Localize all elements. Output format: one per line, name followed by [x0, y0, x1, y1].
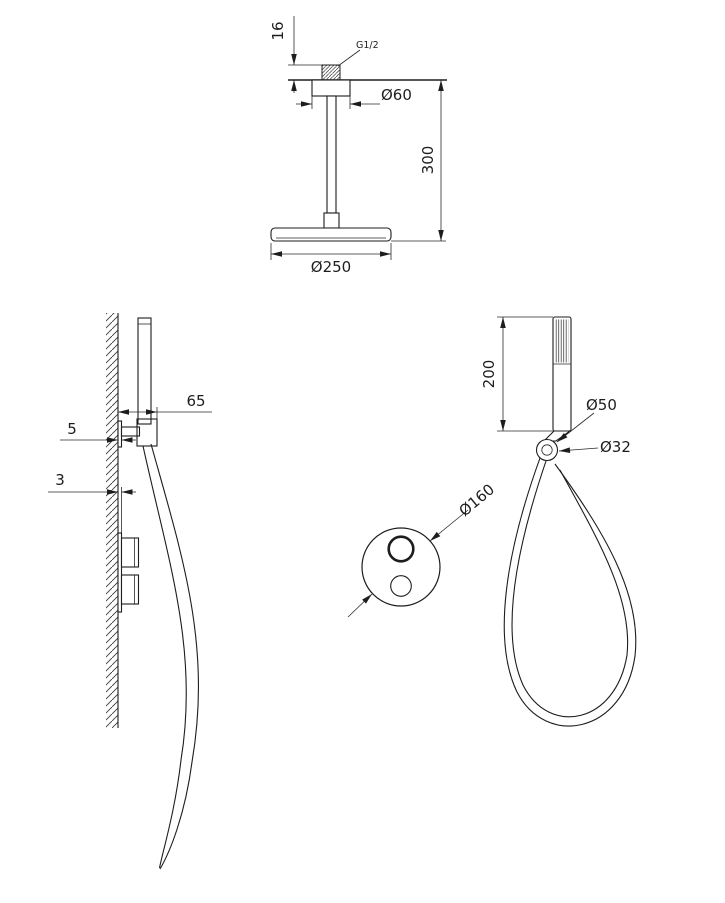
dim-65-label: 65	[186, 392, 205, 410]
mixer-body	[361, 527, 441, 607]
dim-3-label: 3	[55, 471, 65, 489]
hose-loop-inner	[511, 460, 629, 718]
thread-fitting	[321, 64, 341, 81]
ceiling-shower-view: G1/2 16 Ø60 300 Ø250	[269, 16, 447, 276]
dim-200-label: 200	[480, 360, 498, 389]
valve-knob-top	[120, 537, 140, 568]
valve-knob-bottom	[120, 574, 140, 605]
handshower-side	[137, 317, 152, 425]
hose-side-outer	[150, 443, 199, 870]
dim-250-label: Ø250	[311, 258, 351, 276]
dim-160-line-lower	[347, 593, 373, 618]
dia32-label: Ø32	[600, 438, 631, 456]
dim-5-label: 5	[67, 420, 77, 438]
dim-300-label: 300	[419, 146, 437, 175]
wall-hatch	[106, 313, 118, 728]
hose-loop-outer	[503, 457, 637, 727]
dim-60-label: Ø60	[381, 86, 412, 104]
shower-arm	[326, 95, 337, 214]
mixer-bottom-knob	[390, 575, 412, 597]
dim-16-label: 16	[269, 21, 287, 40]
mounting-flange	[311, 79, 351, 97]
arm-connector	[323, 212, 340, 229]
front-view: 200 Ø50 Ø32 Ø160	[347, 316, 637, 727]
hose-side-inner	[142, 445, 187, 869]
holder-arm	[120, 426, 141, 437]
handshower-spray-texture	[555, 319, 569, 363]
holder-ring-outer	[535, 438, 559, 462]
dim-160-line-upper	[429, 509, 469, 542]
mixer-top-knob	[387, 535, 415, 563]
shower-head	[270, 227, 392, 242]
dia32-leader-line	[558, 447, 599, 453]
g12-label: G1/2	[356, 40, 379, 51]
dim-160-label: Ø160	[456, 480, 499, 520]
dia50-label: Ø50	[586, 396, 617, 414]
g12-leader-line	[337, 49, 361, 67]
dia50-leader-line	[556, 412, 595, 443]
holder-cup	[136, 418, 158, 447]
side-view: 65 5 3	[48, 313, 212, 870]
valve-plate	[117, 532, 123, 613]
holder-ring-inner	[541, 444, 553, 456]
